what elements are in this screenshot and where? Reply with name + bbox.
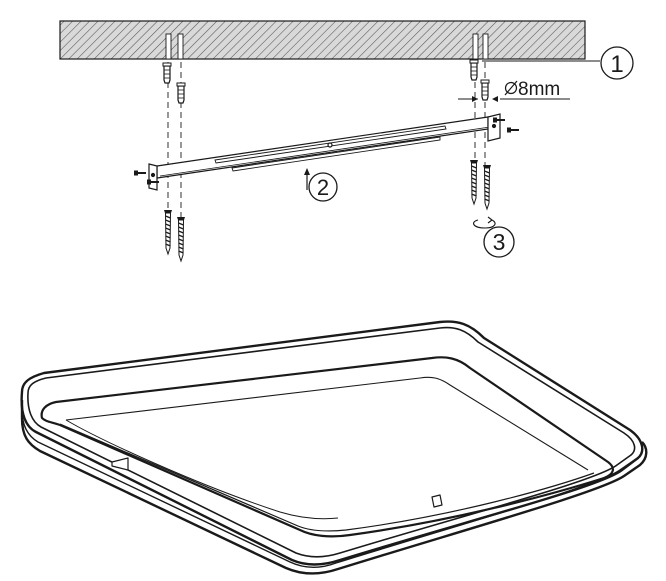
step-2-number: 2 (317, 175, 329, 200)
wall-plug-icon (162, 59, 490, 104)
rotation-arrow-icon (472, 216, 496, 229)
step-2-callout: 2 (308, 172, 338, 202)
diameter-callout: 8mm (458, 79, 570, 102)
step-3-callout: 3 (483, 226, 515, 258)
led-ceiling-panel (20, 320, 648, 575)
step-3-number: 3 (493, 229, 506, 255)
alignment-lines (167, 62, 486, 222)
step-1-number: 1 (610, 51, 623, 78)
up-arrow-icon (304, 168, 310, 190)
drill-diameter-label: 8mm (518, 79, 560, 100)
mounting-bracket (148, 113, 501, 191)
step-1-callout: 1 (482, 46, 634, 80)
ceiling-slab (59, 20, 586, 60)
diameter-symbol-icon (504, 81, 518, 95)
